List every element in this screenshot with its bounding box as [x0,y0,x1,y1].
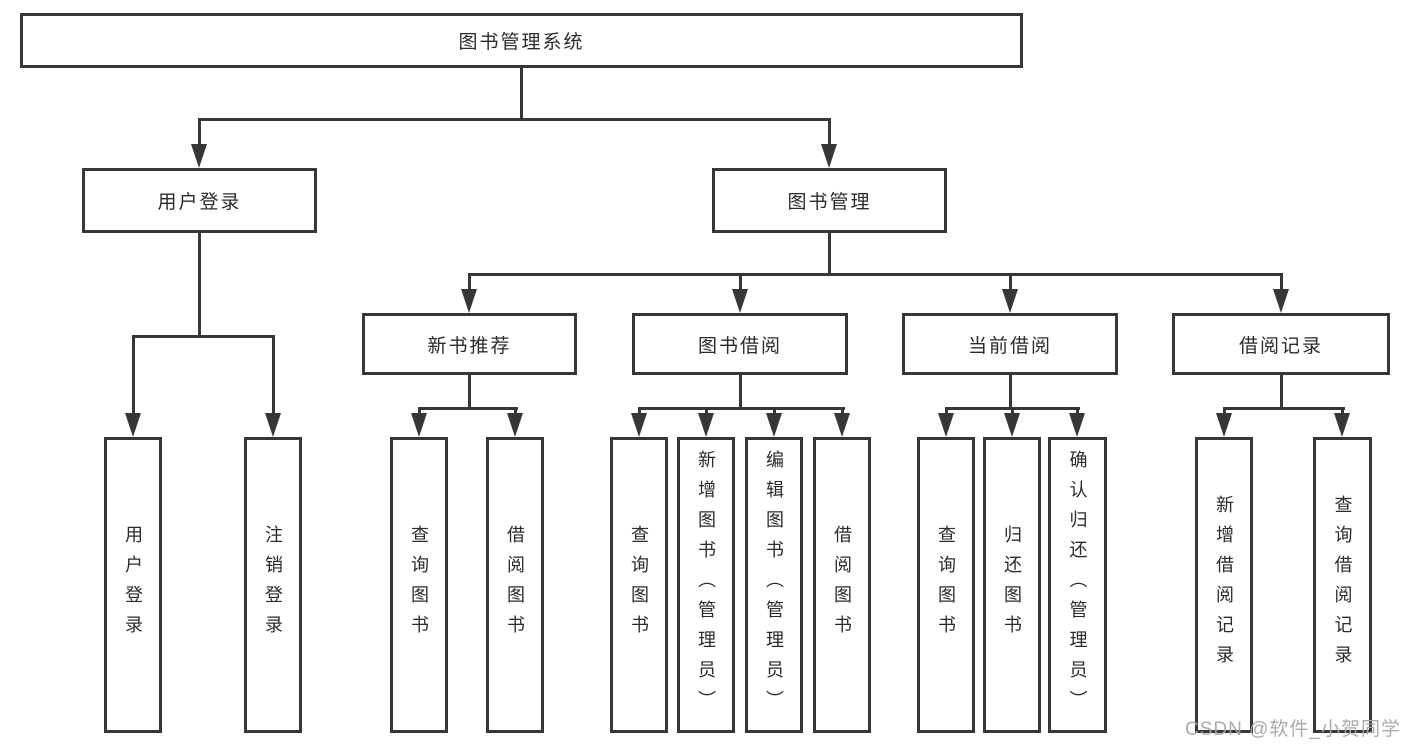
connector-user-login-bar [132,335,275,338]
node-borrow-books-2: 借阅图书 [813,437,871,733]
connector-leafbar-borrowing [638,407,845,410]
node-user-login-leaf: 用户登录 [104,437,162,733]
node-user-login: 用户登录 [82,168,317,233]
node-edit-book-admin: 编辑图书（管理员） [745,437,803,733]
connector-leaf-stub [1076,407,1079,416]
node-library-management-system: 图书管理系统 [20,13,1023,68]
connector-section-drop [1009,375,1012,407]
node-borrowing-records: 借阅记录 [1172,313,1390,375]
connector-root-drop [520,68,523,118]
connector-leaf-stub [1011,407,1014,416]
connector-root-bar [198,118,831,121]
connector-section-drop [739,375,742,407]
connector-book-mgmt-stub [828,118,831,146]
connector-sections-bar [468,273,1283,276]
connector-section-stub [1009,273,1012,291]
node-book-borrowing: 图书借阅 [632,313,848,375]
connector-leaf-stub [514,407,517,416]
connector-leaf-stub [1223,407,1226,416]
connector-book-mgmt-drop [828,233,831,273]
arrow-down-icon [411,413,427,437]
node-query-books-3: 查询图书 [917,437,975,733]
connector-leaf-stub [418,407,421,416]
arrow-down-icon [191,144,207,168]
arrow-down-icon [125,413,141,437]
connector-leaf-stub [272,335,275,415]
arrow-down-icon [938,413,954,437]
arrow-down-icon [1069,413,1085,437]
node-query-borrow-record: 查询借阅记录 [1313,437,1372,733]
node-query-books-1: 查询图书 [390,437,448,733]
connector-user-login-drop [198,233,201,335]
node-add-book-admin: 新增图书（管理员） [677,437,735,733]
node-current-borrowing: 当前借阅 [902,313,1118,375]
arrow-down-icon [1004,413,1020,437]
node-logout-leaf: 注销登录 [244,437,302,733]
arrow-down-icon [1273,289,1289,313]
arrow-down-icon [698,413,714,437]
connector-leaf-stub [132,335,135,415]
node-return-book: 归还图书 [983,437,1041,733]
connector-leafbar-records [1223,407,1345,410]
connector-user-login-stub [198,118,201,146]
arrow-down-icon [732,289,748,313]
connector-leaf-stub [705,407,708,416]
connector-section-drop [468,375,471,407]
node-borrow-books-1: 借阅图书 [486,437,544,733]
connector-section-drop [1280,375,1283,407]
node-query-books-2: 查询图书 [610,437,668,733]
connector-section-stub [468,273,471,291]
node-new-book-recommend: 新书推荐 [362,313,577,375]
connector-leaf-stub [1341,407,1344,416]
arrow-down-icon [1002,289,1018,313]
arrow-down-icon [1334,413,1350,437]
arrow-down-icon [821,144,837,168]
connector-leaf-stub [945,407,948,416]
arrow-down-icon [766,413,782,437]
arrow-down-icon [265,413,281,437]
connector-section-stub [739,273,742,291]
arrow-down-icon [631,413,647,437]
connector-leafbar-recommend [418,407,518,410]
node-book-management: 图书管理 [712,168,947,233]
arrow-down-icon [1216,413,1232,437]
arrow-down-icon [461,289,477,313]
arrow-down-icon [834,413,850,437]
node-add-borrow-record: 新增借阅记录 [1195,437,1253,733]
connector-leaf-stub [841,407,844,416]
connector-leaf-stub [638,407,641,416]
arrow-down-icon [507,413,523,437]
connector-leaf-stub [773,407,776,416]
watermark-text: CSDN @软件_小贺同学 [1185,719,1401,740]
node-confirm-return-admin: 确认归还（管理员） [1048,437,1107,733]
connector-section-stub [1280,273,1283,291]
